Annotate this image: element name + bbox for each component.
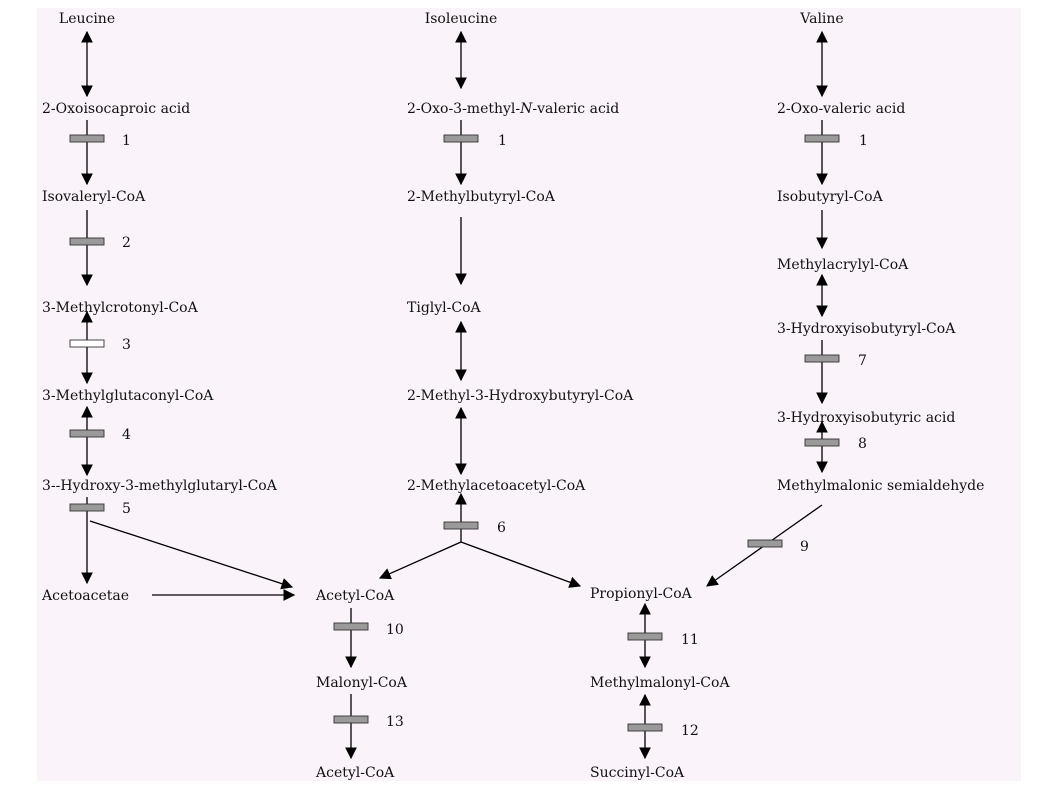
label-acetyl-coa: Acetyl-CoA [315, 588, 395, 604]
enzyme-number-9: 9 [800, 539, 809, 555]
enzyme-number-6: 6 [497, 520, 506, 536]
arrow-hmg-acetylcoa [89, 520, 294, 590]
enzyme-number-1-valine: 1 [859, 133, 868, 149]
label-tiglyl-coa: Tiglyl-CoA [407, 300, 482, 316]
label-methylcrotonyl-coa: 3-Methylcrotonyl-CoA [42, 300, 199, 316]
enzyme-number-1-isoleucine: 1 [498, 133, 507, 149]
enzyme-block-1-valine [804, 134, 840, 143]
label-oxoisocaproic-acid: 2-Oxoisocaproic acid [42, 101, 190, 117]
label-isoleucine: Isoleucine [425, 11, 498, 27]
arrow-branch-acetylcoa [378, 541, 462, 580]
label-methylacetoacetyl-coa: 2-Methylacetoacetyl-CoA [407, 478, 586, 494]
enzyme-block-5 [69, 503, 105, 512]
label-acetoacetate: Acetoacetae [41, 588, 129, 604]
label-hmg-coa: 3--Hydroxy-3-methylglutaryl-CoA [42, 478, 278, 494]
enzyme-number-2: 2 [122, 235, 131, 251]
label-succinyl-coa: Succinyl-CoA [590, 765, 685, 781]
label-methylmalonyl-coa: Methylmalonyl-CoA [590, 675, 730, 691]
arrow-branch-propionylcoa [460, 541, 582, 588]
enzyme-block-8 [804, 438, 840, 447]
enzyme-number-10: 10 [386, 622, 404, 638]
enzyme-block-12 [627, 723, 663, 732]
enzyme-number-5: 5 [122, 501, 131, 517]
label-isobutyryl-coa: Isobutyryl-CoA [777, 189, 884, 205]
enzyme-number-13: 13 [386, 714, 404, 730]
label-methylglutaconyl-coa: 3-Methylglutaconyl-CoA [42, 388, 214, 404]
label-valine: Valine [799, 11, 843, 27]
enzyme-number-3: 3 [122, 337, 131, 353]
label-hydroxyisobutyric-acid: 3-Hydroxyisobutyric acid [777, 410, 955, 426]
enzyme-number-12: 12 [681, 723, 699, 739]
label-methyl-hydroxybutyryl-coa: 2-Methyl-3-Hydroxybutyryl-CoA [407, 388, 634, 404]
label-oxo-methyl-valeric-acid: 2-Oxo-3-methyl-N-valeric acid [407, 101, 619, 117]
label-acetyl-coa-final: Acetyl-CoA [315, 765, 395, 781]
enzyme-block-6 [443, 521, 479, 530]
label-methylbutyryl-coa: 2-Methylbutyryl-CoA [407, 189, 556, 205]
enzyme-block-1-leucine [69, 134, 105, 143]
enzyme-number-11: 11 [681, 632, 699, 648]
enzyme-block-9 [747, 539, 783, 548]
enzyme-block-3 [69, 339, 105, 348]
enzyme-block-2 [69, 237, 105, 246]
enzyme-number-4: 4 [122, 427, 131, 443]
enzyme-block-7 [804, 354, 840, 363]
enzyme-number-7: 7 [858, 353, 867, 369]
label-malonyl-coa: Malonyl-CoA [316, 675, 408, 691]
enzyme-block-10 [333, 622, 369, 631]
label-methylacrylyl-coa: Methylacrylyl-CoA [777, 257, 909, 273]
enzyme-block-11 [627, 632, 663, 641]
label-leucine: Leucine [59, 11, 115, 27]
enzyme-number-1-leucine: 1 [122, 133, 131, 149]
enzyme-block-4 [69, 429, 105, 438]
enzyme-number-8: 8 [858, 436, 867, 452]
label-isovaleryl-coa: Isovaleryl-CoA [42, 189, 146, 205]
label-propionyl-coa: Propionyl-CoA [590, 586, 693, 602]
enzyme-block-1-isoleucine [443, 134, 479, 143]
label-hydroxyisobutyryl-coa: 3-Hydroxyisobutyryl-CoA [777, 321, 956, 337]
diagram-background [37, 8, 1021, 781]
enzyme-block-13 [333, 715, 369, 724]
label-methylmalonic-semialdehyde: Methylmalonic semialdehyde [777, 478, 984, 494]
label-oxo-valeric-acid: 2-Oxo-valeric acid [777, 101, 905, 117]
